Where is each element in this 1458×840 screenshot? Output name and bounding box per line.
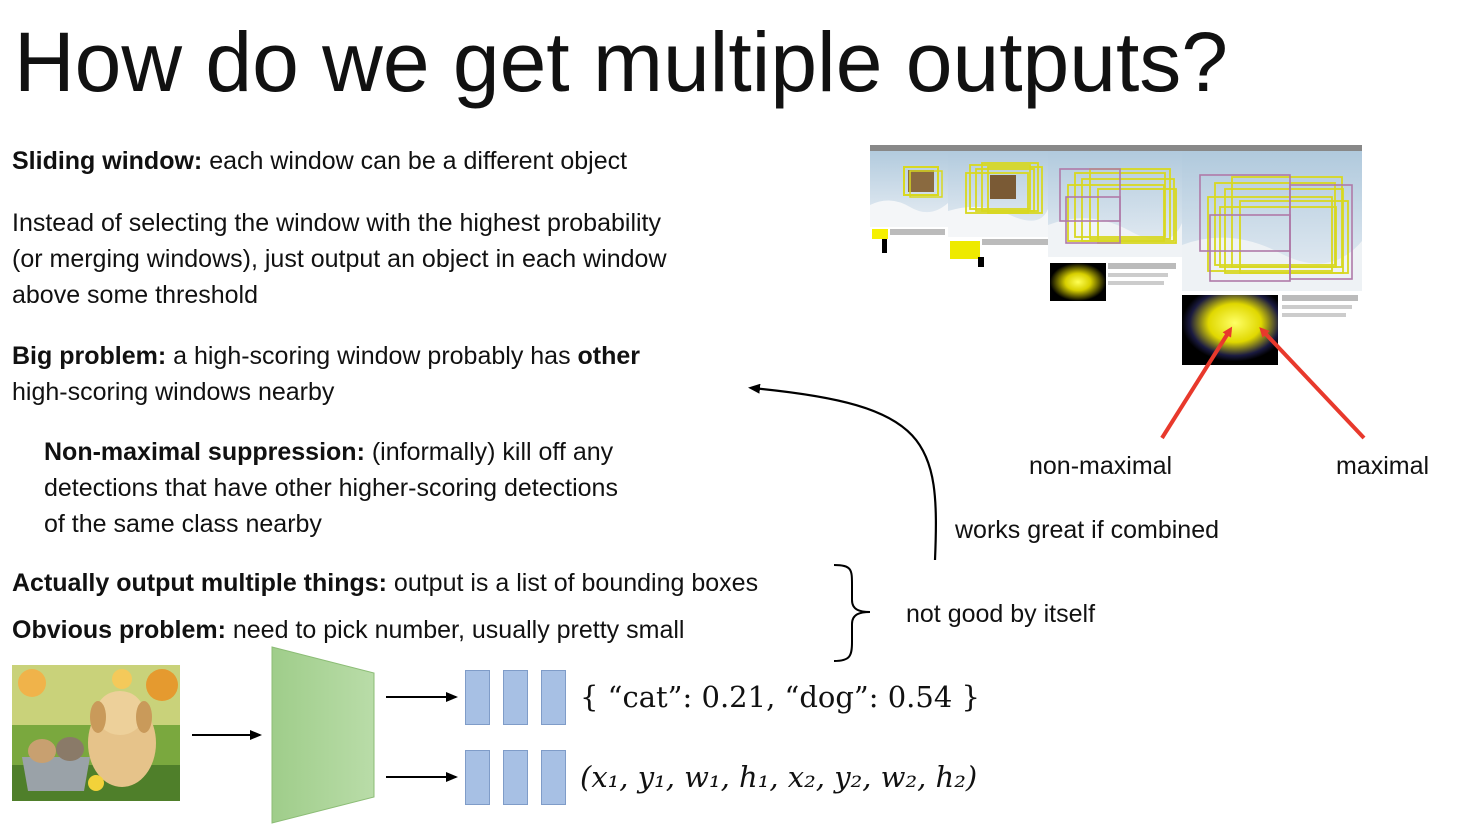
obvious-line: Obvious problem: need to pick number, us… [12,612,684,648]
obvious-text: need to pick number, usually pretty smal… [225,616,685,644]
combined-curve-arrow [748,383,938,561]
instead-line-2: (or merging windows), just output an obj… [12,245,667,273]
big-problem-text: a high-scoring window probably has [166,342,578,370]
non-maximal-arrow [1160,326,1233,440]
big-problem-paragraph: Big problem: a high-scoring window proba… [12,338,640,410]
cat-dog-image [12,665,180,801]
class-feature-bar [503,670,528,725]
instead-line-3: above some threshold [12,281,258,309]
nms-text: (informally) kill off any [364,438,614,466]
instead-paragraph: Instead of selecting the window with the… [12,205,667,313]
scale-panel-4 [1182,145,1362,365]
box-feature-bar [503,750,528,805]
class-scores-output: { “cat”: 0.21, “dog”: 0.54 } [580,680,980,714]
network-trapezoid [271,646,375,824]
box-feature-bar [541,750,566,805]
network-pipeline [192,646,458,824]
box-coords-output: (x₁, y₁, w₁, h₁, x₂, y₂, w₂, h₂) [580,760,978,794]
nms-paragraph: Non-maximal suppression: (informally) ki… [44,434,618,542]
scale-panel-2 [948,145,1048,267]
scale-panel-3 [1048,145,1182,301]
actually-line: Actually output multiple things: output … [12,565,758,601]
nms-line-2: detections that have other higher-scorin… [44,474,618,502]
detection-figure [870,145,1362,365]
class-feature-bar [465,670,490,725]
sliding-window-text: each window can be a different object [202,147,628,175]
box-feature-bar [465,750,490,805]
big-problem-line-1: Big problem: a high-scoring window proba… [12,338,640,374]
actually-bold: Actually output multiple things: [12,569,387,597]
nms-bold: Non-maximal suppression: [44,438,365,466]
big-problem-bold: Big problem: [12,342,167,370]
big-problem-other-bold: other [577,342,641,370]
sliding-window-line: Sliding window: each window can be a dif… [12,143,627,179]
maximal-label: maximal [1336,452,1430,480]
not-good-label: not good by itself [906,600,1096,628]
nms-line-3: of the same class nearby [44,510,322,538]
sliding-window-bold: Sliding window: [12,147,203,175]
nms-line-1: Non-maximal suppression: (informally) ki… [44,434,618,470]
class-feature-bar [541,670,566,725]
maximal-arrow [1259,327,1366,440]
big-problem-line-2: high-scoring windows nearby [12,378,335,406]
slide-title: How do we get multiple outputs? [14,15,1229,109]
non-maximal-label: non-maximal [1029,452,1173,480]
scale-panel-1 [870,145,948,253]
instead-line-1: Instead of selecting the window with the… [12,209,661,237]
works-great-label: works great if combined [955,516,1220,544]
brace [833,564,871,662]
actually-text: output is a list of bounding boxes [386,569,759,597]
obvious-bold: Obvious problem: [12,616,226,644]
